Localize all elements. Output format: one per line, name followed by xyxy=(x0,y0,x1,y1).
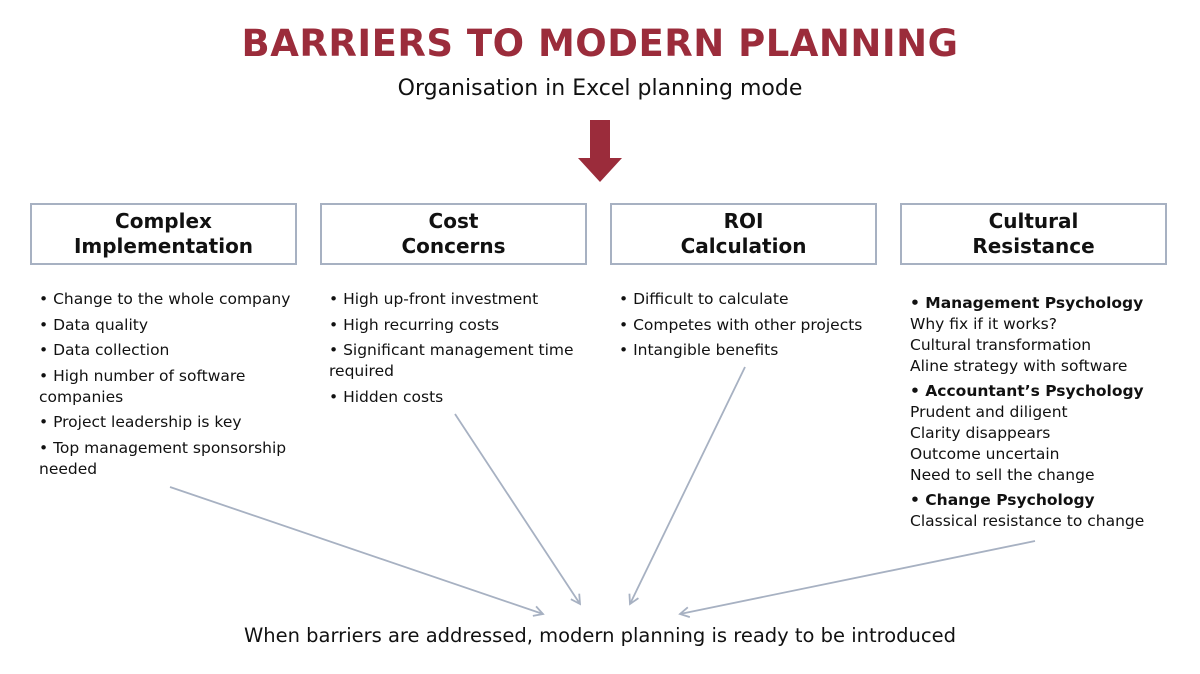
list-item: • Project leadership is key xyxy=(39,413,242,431)
group-line: Cultural transformation xyxy=(910,336,1092,354)
group-line: Outcome uncertain xyxy=(910,445,1060,463)
group-line: Need to sell the change xyxy=(910,466,1095,484)
group-line: Prudent and diligent xyxy=(910,403,1068,421)
list-item: • Data collection xyxy=(39,341,170,359)
list-item: • High recurring costs xyxy=(329,315,500,334)
barrier-title-line1: Complex xyxy=(115,209,212,233)
group-heading: • Change Psychology xyxy=(910,491,1095,509)
barrier-title-line2: Implementation xyxy=(73,234,254,258)
psychology-group-accountant: • Accountant’s Psychology Prudent and di… xyxy=(910,381,1190,486)
connector-arrow-complex-implementation xyxy=(169,486,545,617)
psychology-group-change: • Change Psychology Classical resistance… xyxy=(910,490,1190,532)
barrier-title-line1: ROI xyxy=(723,209,764,233)
barrier-box-cultural-resistance: Cultural Resistance xyxy=(900,203,1167,265)
group-line: Clarity disappears xyxy=(910,424,1051,442)
barrier-title-line2: Resistance xyxy=(972,234,1095,258)
subtitle: Organisation in Excel planning mode xyxy=(397,76,803,101)
list-item: • Intangible benefits xyxy=(619,341,779,359)
barrier-title-line1: Cost xyxy=(428,209,479,233)
down-arrow-icon xyxy=(578,120,622,182)
psychology-group-management: • Management Psychology Why fix if it wo… xyxy=(910,293,1190,377)
connector-arrow-roi-calculation xyxy=(628,366,746,606)
list-item: • Hidden costs xyxy=(329,387,444,406)
group-line: Aline strategy with software xyxy=(910,357,1128,375)
conclusion-text: When barriers are addressed, modern plan… xyxy=(243,624,957,647)
page-title: BARRIERS TO MODERN PLANNING xyxy=(241,22,959,65)
list-item: • Top management sponsorship needed xyxy=(39,438,287,478)
group-line: Classical resistance to change xyxy=(910,512,1145,530)
barrier-box-roi-calculation: ROI Calculation xyxy=(610,203,877,265)
barrier-list-cultural-resistance: • Management Psychology Why fix if it wo… xyxy=(910,293,1190,536)
list-item: • Change to the whole company xyxy=(39,290,291,308)
barrier-box-cost-concerns: Cost Concerns xyxy=(320,203,587,265)
barrier-list-roi-calculation: • Difficult to calculate • Competes with… xyxy=(619,289,891,366)
barrier-list-complex-implementation: • Change to the whole company • Data qua… xyxy=(39,289,304,484)
connector-arrow-cultural-resistance xyxy=(678,540,1036,618)
list-item: • High number of software companies xyxy=(39,366,246,406)
list-item: • Competes with other projects xyxy=(619,315,863,334)
group-heading: • Accountant’s Psychology xyxy=(910,382,1144,400)
list-item: • Data quality xyxy=(39,315,149,334)
barrier-title-line2: Calculation xyxy=(680,234,807,258)
barrier-title-line1: Cultural xyxy=(988,209,1079,233)
group-line: Why fix if it works? xyxy=(910,315,1057,333)
group-heading: • Management Psychology xyxy=(910,294,1144,312)
barrier-title-line2: Concerns xyxy=(401,234,506,258)
barrier-list-cost-concerns: • High up-front investment • High recurr… xyxy=(329,289,591,412)
list-item: • Significant management time required xyxy=(329,341,574,380)
list-item: • Difficult to calculate xyxy=(619,290,789,308)
barrier-box-complex-implementation: Complex Implementation xyxy=(30,203,297,265)
list-item: • High up-front investment xyxy=(329,290,539,308)
connector-arrow-cost-concerns xyxy=(454,413,582,606)
